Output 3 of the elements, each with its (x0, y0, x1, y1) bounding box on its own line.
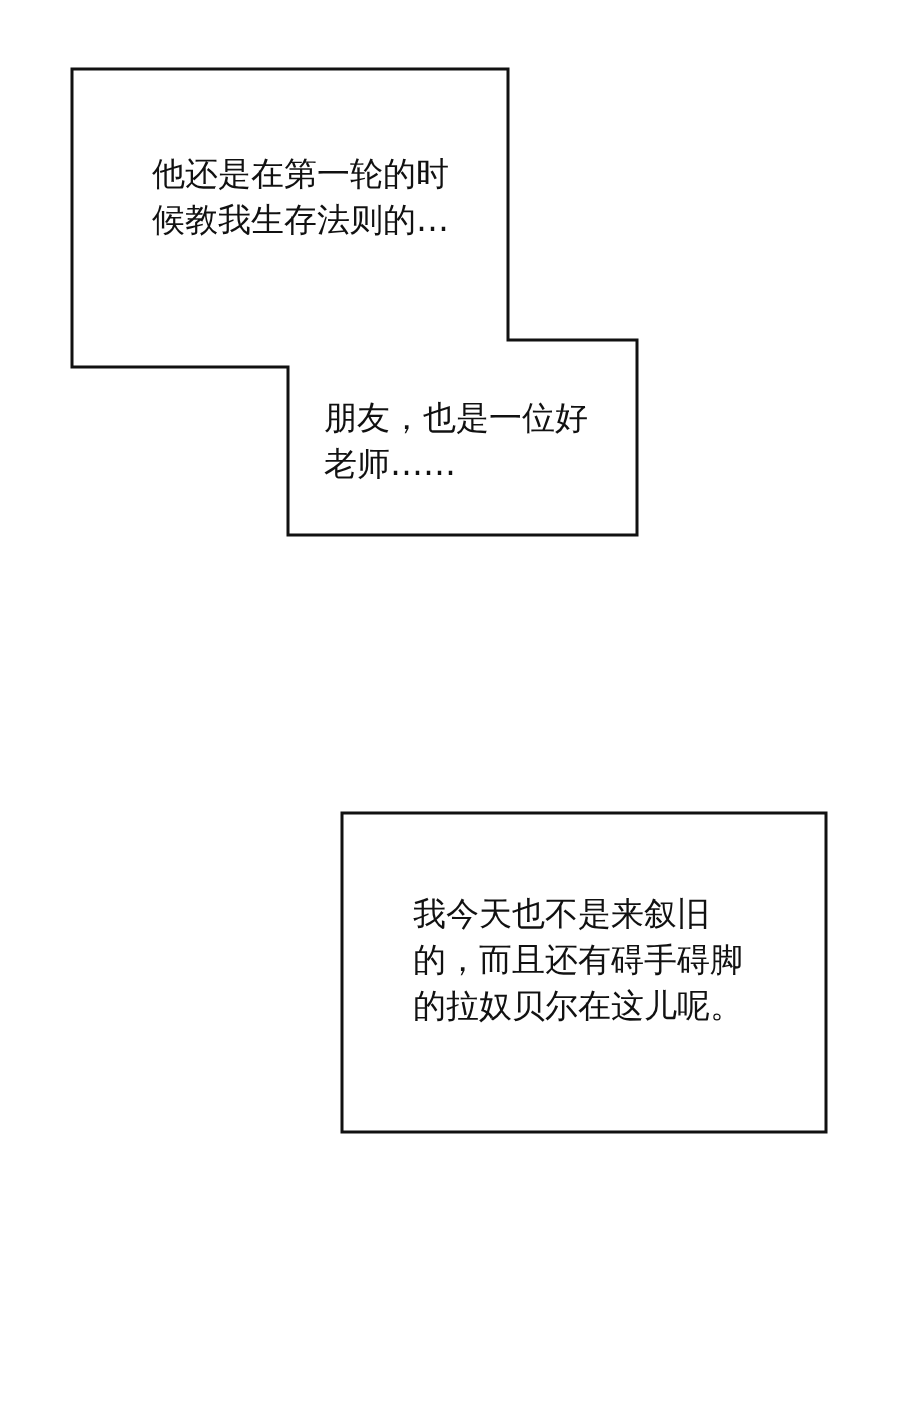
narration-text: 我今天也不是来叙旧的，而且还有碍手碍脚的拉奴贝尔在这儿呢。 (413, 893, 743, 1027)
narration-text: 他还是在第一轮的时候教我生存法则的… (152, 153, 450, 241)
narration-text: 朋友，也是一位好老师…… (324, 397, 589, 485)
